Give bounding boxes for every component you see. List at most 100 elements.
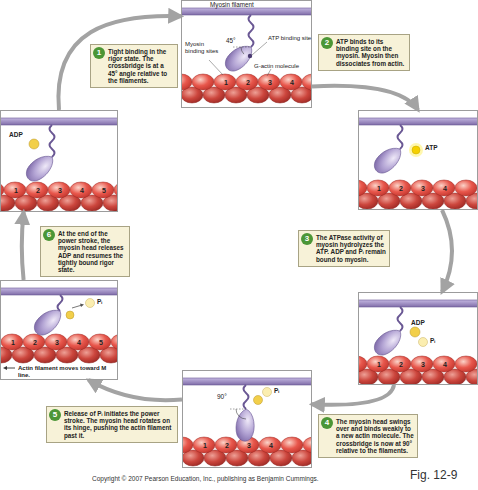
step-callout: 5Release of Pᵢ initiates the power strok… xyxy=(46,406,178,443)
actin-number: 4 xyxy=(76,187,88,195)
step-number: 1 xyxy=(93,47,105,59)
phosphate xyxy=(263,388,272,397)
release-arrow-head xyxy=(80,303,84,307)
myosin-head xyxy=(30,304,66,340)
leader-line xyxy=(267,69,271,76)
angle-arc xyxy=(241,47,244,54)
cycle-arrow xyxy=(58,16,181,110)
actin-number: 2 xyxy=(29,339,41,347)
step-text: The ATPase activity of myosin hydrolyzes… xyxy=(316,234,386,263)
actin-number: 2 xyxy=(242,79,254,87)
actin-number: 1 xyxy=(199,442,211,450)
actin-number: 4 xyxy=(439,361,451,369)
step-number: 6 xyxy=(43,229,55,241)
step-text: Release of Pᵢ initiates the power stroke… xyxy=(64,410,174,439)
molecule-label: Pᵢ xyxy=(97,298,113,305)
step-text: At the end of the power stroke, the myos… xyxy=(58,230,126,273)
step-callout: 4The myosin head swings over and binds w… xyxy=(318,414,418,458)
panel-art xyxy=(0,288,177,370)
molecule-label: ADP xyxy=(9,131,39,138)
actin-number: 3 xyxy=(243,442,255,450)
myosin-filament xyxy=(358,300,478,307)
molecule-label: ATP xyxy=(425,144,455,151)
actin-number: 2 xyxy=(32,187,44,195)
part-label: Myosin binding sites xyxy=(185,41,219,55)
part-label: ATP binding site xyxy=(268,35,312,42)
actin-filament xyxy=(159,74,368,103)
myosin-head xyxy=(221,40,257,76)
myosin-neck xyxy=(50,125,55,157)
actin-number: 2 xyxy=(395,361,407,369)
cycle-panel: Pᵢ12345Actin filament moves toward M lin… xyxy=(0,280,118,380)
actin-number: 3 xyxy=(51,339,63,347)
cycle-panel: ADP Pᵢ 1 2 3 4 xyxy=(358,292,478,385)
step-callout: 3The ATPase activity of myosin hydrolyze… xyxy=(298,230,390,267)
atp-glow xyxy=(409,143,423,157)
myosin-filament xyxy=(358,118,478,125)
cycle-panel: ADP 1 2 3 4 5 xyxy=(0,110,118,212)
myosin-filament xyxy=(181,8,321,15)
figure-number: Fig. 12-9 xyxy=(410,468,457,482)
step-callout: 1Tight binding in the rigor state. The c… xyxy=(90,44,178,88)
cycle-arrow xyxy=(312,385,394,405)
phosphate xyxy=(86,299,95,308)
actin-number: 2 xyxy=(221,442,233,450)
actin-number: 1 xyxy=(10,187,22,195)
actin-filament xyxy=(334,180,478,209)
step-number: 3 xyxy=(301,233,313,245)
myosin-head xyxy=(370,142,406,178)
myosin-head xyxy=(22,150,58,186)
actin-number: 1 xyxy=(373,361,385,369)
phosphate xyxy=(419,338,428,347)
actin-number: 4 xyxy=(439,185,451,193)
movement-arrow-head xyxy=(3,366,7,370)
step-text: The myosin head swings over and binds we… xyxy=(336,418,414,454)
release-arrow xyxy=(72,305,82,308)
actin-number: 1 xyxy=(220,79,232,87)
actin-number: 2 xyxy=(395,185,407,193)
actin-number: 3 xyxy=(417,185,429,193)
step-number: 4 xyxy=(321,417,333,429)
myosin-neck xyxy=(249,15,254,47)
actin-filament xyxy=(0,334,177,363)
step-number: 2 xyxy=(321,37,333,49)
reference-line xyxy=(233,47,251,48)
angle-arc xyxy=(236,409,246,419)
actin-number: 1 xyxy=(7,339,19,347)
movement-arrow xyxy=(6,368,15,369)
molecule-label: Pᵢ xyxy=(430,337,446,344)
adp-molecule xyxy=(29,139,39,149)
myosin-filament xyxy=(182,378,322,385)
copyright-note: Copyright © 2007 Pearson Education, Inc.… xyxy=(92,475,319,482)
adp-molecule xyxy=(66,311,74,319)
cycle-arrow xyxy=(312,86,418,110)
actin-number: 4 xyxy=(265,442,277,450)
actin-filament xyxy=(0,182,180,211)
myosin-head xyxy=(370,324,406,360)
actin-number: 3 xyxy=(264,79,276,87)
actin-number: 5 xyxy=(95,339,107,347)
leader-line xyxy=(209,60,223,75)
cycle-arrow xyxy=(22,212,24,280)
cycle-panel: Myosin filament45°Myosin binding sitesAT… xyxy=(181,0,312,108)
actin-number: 3 xyxy=(54,187,66,195)
actin-number: 3 xyxy=(417,361,429,369)
movement-note: Actin filament moves toward M line. xyxy=(18,365,116,379)
panel-art xyxy=(334,118,478,209)
part-label: Myosin filament xyxy=(210,1,280,8)
atp-binding-site xyxy=(248,54,252,58)
myosin-filament xyxy=(0,288,140,295)
cycle-panel: ATP 1 2 3 4 xyxy=(358,110,478,210)
molecule-label: ADP xyxy=(411,319,441,326)
myosin-neck xyxy=(398,125,403,149)
actin-filament xyxy=(334,356,478,385)
leader-line xyxy=(252,42,267,55)
cycle-arrow xyxy=(442,210,452,292)
actin-number: 4 xyxy=(286,79,298,87)
actin-number: 5 xyxy=(98,187,110,195)
myosin-neck xyxy=(244,385,249,409)
actin-number: 1 xyxy=(373,185,385,193)
step-callout: 6At the end of the power stroke, the myo… xyxy=(40,226,130,277)
panel-art xyxy=(334,300,478,385)
